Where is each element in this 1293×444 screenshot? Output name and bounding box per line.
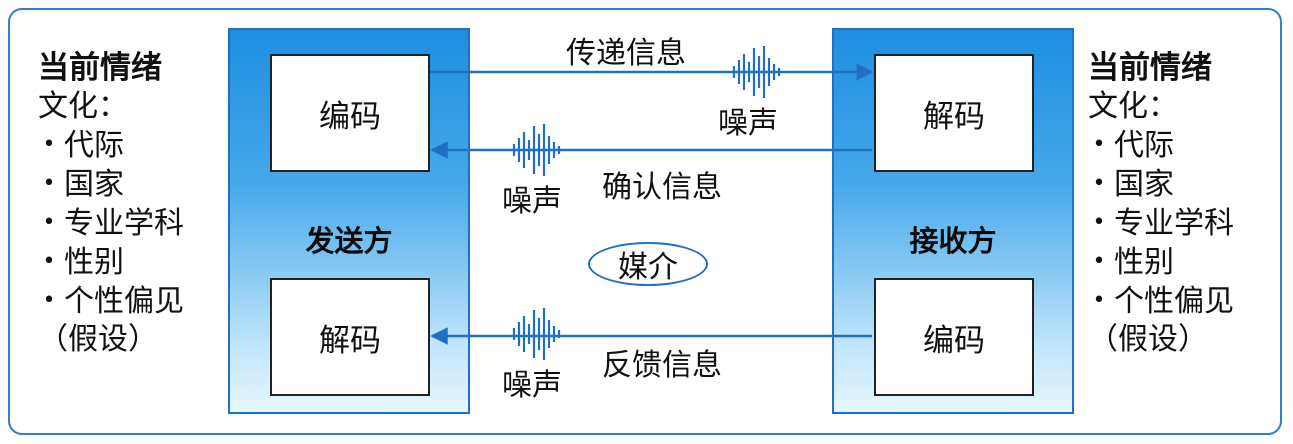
noise-waveform-icon	[512, 124, 561, 176]
left-culture-label: 文化：	[38, 89, 128, 124]
list-item: •代际	[38, 126, 184, 165]
medium-label: 媒介	[618, 250, 678, 285]
noise-label-bottom: 噪声	[502, 368, 562, 403]
list-item: •个性偏见	[38, 282, 185, 321]
receiver-decode-box: 解码	[874, 54, 1034, 172]
sender-panel: 编码 发送方 解码	[228, 28, 470, 414]
list-item: •国家	[38, 165, 184, 204]
list-item: •个性偏见	[1088, 282, 1235, 321]
medium-ellipse: 媒介	[588, 242, 708, 286]
sender-label: 发送方	[305, 224, 393, 258]
transmit-label: 传递信息	[566, 36, 686, 71]
noise-label-top: 噪声	[718, 106, 778, 141]
bullet-icon: •	[1092, 210, 1106, 235]
bullet-icon: •	[1092, 288, 1106, 313]
bullet-icon: •	[1092, 249, 1106, 274]
bullet-icon: •	[42, 210, 56, 235]
sender-decode-box: 解码	[270, 278, 430, 396]
right-title: 当前情绪	[1088, 50, 1212, 86]
list-item: •国家	[1088, 165, 1234, 204]
list-item: •专业学科	[38, 204, 185, 243]
list-item: •性别	[1088, 243, 1234, 282]
bullet-icon: •	[1092, 132, 1106, 157]
bullet-icon: •	[42, 171, 56, 196]
feedback-label: 反馈信息	[602, 348, 722, 383]
right-context-list: 当前情绪 文化： •代际 •国家 •专业学科 •性别 •个性偏见 （假设）	[1088, 48, 1234, 359]
noise-label-middle: 噪声	[502, 184, 562, 219]
confirm-label: 确认信息	[602, 170, 722, 205]
list-item: •代际	[1088, 126, 1234, 165]
receiver-panel: 解码 接收方 编码	[832, 28, 1074, 414]
sender-encode-box: 编码	[270, 54, 430, 172]
bullet-icon: •	[42, 132, 56, 157]
left-title: 当前情绪	[38, 50, 162, 86]
receiver-label: 接收方	[909, 224, 997, 258]
left-items: •代际 •国家 •专业学科 •性别 •个性偏见	[38, 126, 185, 321]
noise-waveform-icon	[512, 308, 561, 360]
bullet-icon: •	[42, 288, 56, 313]
receiver-encode-box: 编码	[874, 278, 1034, 396]
bullet-icon: •	[1092, 171, 1106, 196]
list-item: •性别	[38, 243, 184, 282]
right-note: （假设）	[1088, 322, 1208, 357]
noise-waveform-icon	[732, 46, 781, 98]
list-item: •专业学科	[1088, 204, 1235, 243]
right-culture-label: 文化：	[1088, 89, 1178, 124]
left-note: （假设）	[38, 322, 158, 357]
bullet-icon: •	[42, 249, 56, 274]
right-items: •代际 •国家 •专业学科 •性别 •个性偏见	[1088, 126, 1235, 321]
left-context-list: 当前情绪 文化： •代际 •国家 •专业学科 •性别 •个性偏见 （假设）	[38, 48, 184, 359]
